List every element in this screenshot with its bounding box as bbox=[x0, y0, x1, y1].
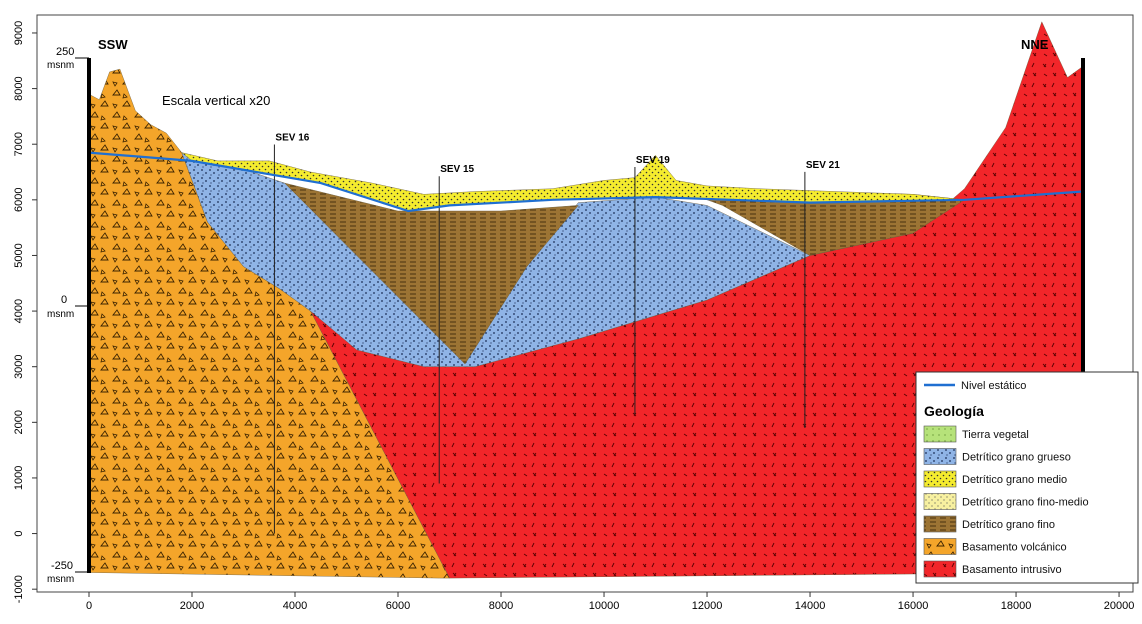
y-tick-label: 1000 bbox=[13, 466, 25, 490]
y-tick-label: 2000 bbox=[13, 410, 25, 434]
x-tick-label: 8000 bbox=[489, 600, 513, 612]
x-tick-label: 6000 bbox=[386, 600, 410, 612]
legend-label-detritico-grano-medio: Detrítico grano medio bbox=[962, 474, 1067, 486]
elevation-bottom-value: -250 bbox=[51, 560, 73, 572]
x-tick-label: 18000 bbox=[1001, 600, 1032, 612]
y-axis-ticks: -1000 0 1000 2000 3000 4000 5000 6000 7000 8000 90… bbox=[13, 21, 37, 603]
x-tick-label: 20000 bbox=[1104, 600, 1135, 612]
y-tick-label: 7000 bbox=[13, 132, 25, 156]
sev-label-3: SEV 19 bbox=[636, 155, 670, 166]
y-tick-label: 3000 bbox=[13, 354, 25, 378]
legend-label-detritico-grano-fino: Detrítico grano fino bbox=[962, 519, 1055, 531]
x-tick-label: 4000 bbox=[283, 600, 307, 612]
y-tick-label: 5000 bbox=[13, 243, 25, 267]
x-tick-label: 2000 bbox=[180, 600, 204, 612]
legend-title: Geología bbox=[924, 403, 984, 419]
legend-swatch-detritico-grano-fino-medio bbox=[923, 493, 957, 510]
orientation-label-left: SSW bbox=[98, 37, 128, 52]
sev-label-1: SEV 16 bbox=[275, 133, 309, 144]
legend-swatch-basamento-intrusivo bbox=[923, 560, 957, 578]
x-axis-ticks: 0 2000 4000 6000 8000 10000 12000 14000 16000 180… bbox=[86, 592, 1134, 612]
x-tick-label: 14000 bbox=[795, 600, 826, 612]
legend-label-basamento-intrusivo: Basamento intrusivo bbox=[962, 564, 1062, 576]
vertical-scale-note: Escala vertical x20 bbox=[162, 93, 270, 108]
legend-swatch-detritico-grano-fino bbox=[923, 515, 957, 533]
x-tick-label: 16000 bbox=[898, 600, 929, 612]
elevation-top-unit: msnm bbox=[47, 60, 74, 71]
static-water-level-line bbox=[88, 151, 1084, 213]
elevation-mid-value: 0 bbox=[61, 294, 67, 306]
legend-label-tierra-vegetal: Tierra vegetal bbox=[962, 429, 1029, 441]
x-tick-label: 0 bbox=[86, 600, 92, 612]
y-tick-label: 8000 bbox=[13, 76, 25, 100]
sev-label-4: SEV 21 bbox=[806, 160, 840, 171]
elevation-mid-unit: msnm bbox=[47, 309, 74, 320]
y-tick-label: 4000 bbox=[13, 299, 25, 323]
orientation-label-right: NNE bbox=[1021, 37, 1049, 52]
legend-label-detritico-grano-grueso: Detrítico grano grueso bbox=[962, 452, 1071, 464]
elevation-top-value: 250 bbox=[56, 46, 74, 58]
legend-swatch-tierra-vegetal bbox=[923, 425, 957, 443]
legend-swatch-basamento-volcanico bbox=[923, 538, 957, 555]
geologic-units bbox=[88, 21, 1084, 579]
x-tick-label: 10000 bbox=[589, 600, 620, 612]
legend: Nivel estático Geología Tierra vegetalDe… bbox=[915, 371, 1139, 584]
y-tick-label: 0 bbox=[13, 531, 25, 537]
y-tick-label: -1000 bbox=[13, 575, 25, 603]
unit-basamento-volcanico-1 bbox=[88, 68, 450, 579]
y-tick-label: 6000 bbox=[13, 188, 25, 212]
legend-swatch-detritico-grano-grueso bbox=[923, 448, 957, 465]
sev-labels: SEV 16 SEV 15 SEV 19 SEV 21 bbox=[275, 133, 840, 176]
sev-sounding-lines bbox=[273, 144, 806, 534]
legend-label-detritico-grano-fino-medio: Detrítico grano fino-medio bbox=[962, 497, 1089, 509]
y-tick-label: 9000 bbox=[13, 21, 25, 45]
elevation-bottom-unit: msnm bbox=[47, 574, 74, 585]
legend-swatch-detritico-grano-medio bbox=[923, 470, 957, 488]
sev-label-2: SEV 15 bbox=[440, 164, 474, 175]
legend-water-level-label: Nivel estático bbox=[961, 380, 1026, 392]
legend-label-basamento-volcanico: Basamento volcánico bbox=[962, 542, 1067, 554]
x-tick-label: 12000 bbox=[692, 600, 723, 612]
